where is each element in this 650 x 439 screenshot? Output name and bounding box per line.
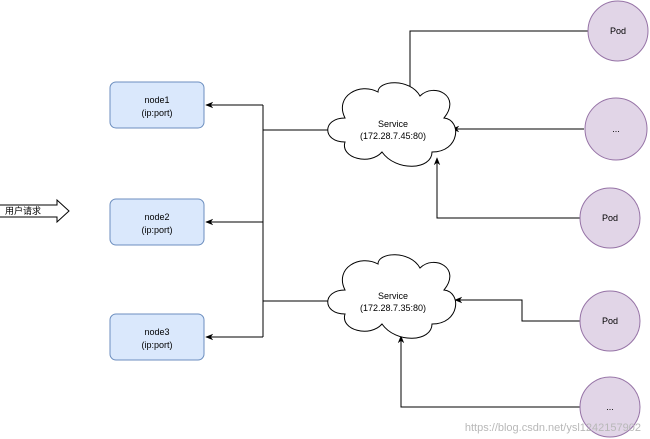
node3-name: node3 — [144, 327, 169, 337]
node1-box[interactable] — [109, 81, 205, 129]
service1-cloud[interactable]: Service (172.28.7.45:80) — [327, 82, 457, 167]
pod-5[interactable]: ... — [579, 376, 641, 438]
pod-1-label: Pod — [610, 26, 626, 36]
service2-name: Service — [378, 291, 408, 301]
node3-box[interactable] — [109, 313, 205, 361]
pod4-to-service2 — [454, 296, 580, 322]
service2-addr: (172.28.7.35:80) — [360, 303, 426, 313]
node1-name: node1 — [144, 95, 169, 105]
pod-1[interactable]: Pod — [587, 0, 649, 62]
pod-3-label: Pod — [602, 213, 618, 223]
pod1-to-service1 — [406, 30, 588, 100]
pod5-to-service2 — [397, 335, 580, 408]
node2[interactable]: node2 (ip:port) — [109, 198, 205, 246]
node2-box[interactable] — [109, 198, 205, 246]
pod-3-circle[interactable] — [579, 187, 641, 249]
watermark: https://blog.csdn.net/ysl1242157902 — [465, 422, 641, 434]
pod-2[interactable]: ... — [584, 97, 648, 161]
user-request-arrow: 用户请求 — [0, 198, 70, 224]
user-request-arrow-shape — [0, 198, 70, 224]
service2-cloud[interactable]: Service (172.28.7.35:80) — [327, 254, 457, 339]
service1-cloud-shape[interactable] — [327, 82, 457, 167]
pod-2-circle[interactable] — [584, 97, 648, 161]
service1-name: Service — [378, 119, 408, 129]
pod-5-circle[interactable] — [579, 376, 641, 438]
pod3-to-service1 — [433, 157, 580, 219]
node1[interactable]: node1 (ip:port) — [109, 81, 205, 129]
connectors — [205, 30, 588, 408]
node1-addr: (ip:port) — [141, 108, 172, 118]
pod-1-circle[interactable] — [587, 0, 649, 62]
service1-addr: (172.28.7.45:80) — [360, 131, 426, 141]
pod-2-label: ... — [612, 124, 620, 134]
pod-5-label: ... — [606, 402, 614, 412]
service2-cloud-shape[interactable] — [327, 254, 457, 339]
pod-4[interactable]: Pod — [579, 290, 641, 352]
pod-4-circle[interactable] — [579, 290, 641, 352]
node3-addr: (ip:port) — [141, 340, 172, 350]
node2-name: node2 — [144, 212, 169, 222]
node2-addr: (ip:port) — [141, 225, 172, 235]
pod-3[interactable]: Pod — [579, 187, 641, 249]
pod-4-label: Pod — [602, 316, 618, 326]
node3[interactable]: node3 (ip:port) — [109, 313, 205, 361]
user-request-label: 用户请求 — [5, 205, 41, 216]
